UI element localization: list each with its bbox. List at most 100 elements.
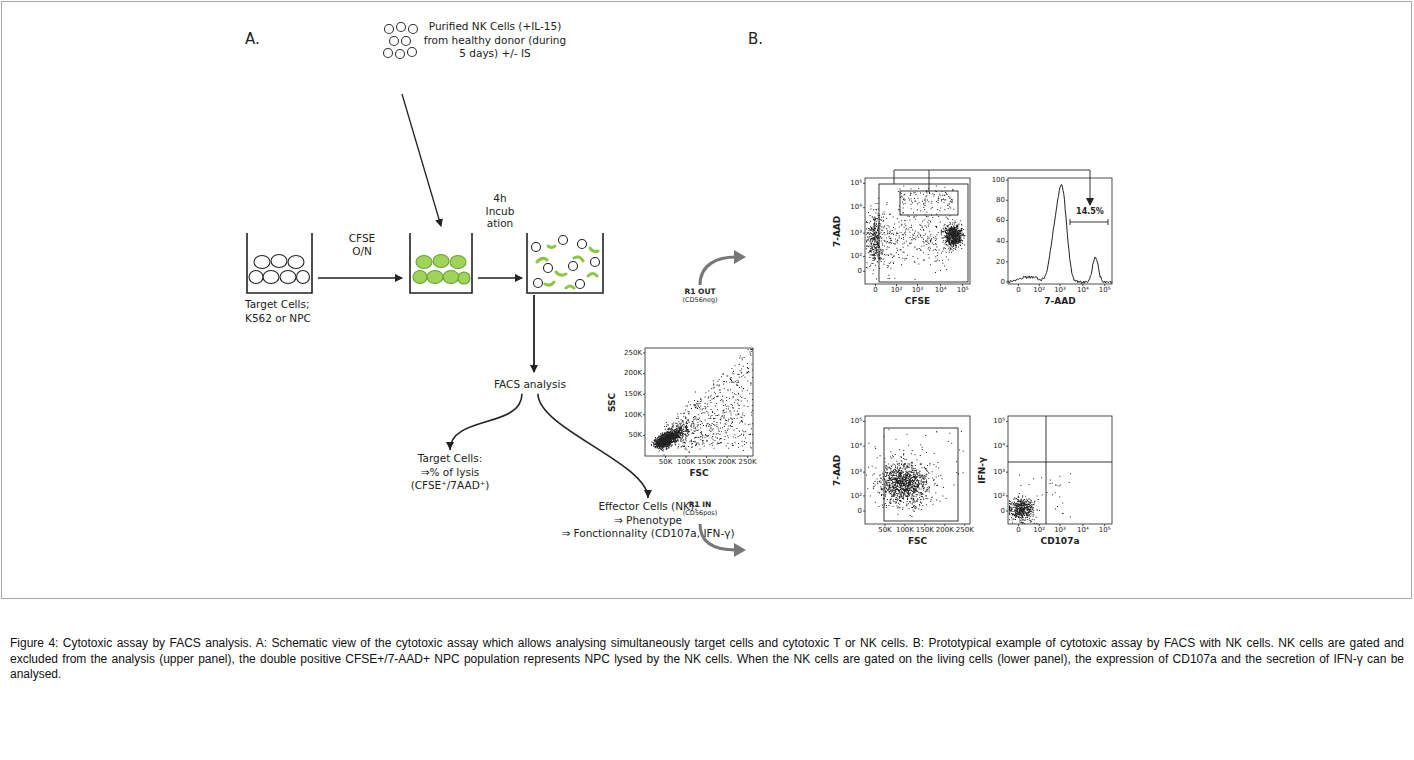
tick-mark — [863, 256, 865, 257]
tick-mark — [643, 394, 645, 395]
panel-letter: A. — [245, 30, 260, 48]
tick-label: 10² — [850, 252, 862, 260]
nk-add-arrow — [402, 94, 441, 226]
tick-mark — [1006, 472, 1008, 473]
tick-mark — [1018, 284, 1019, 286]
axis-title: CFSE — [905, 296, 930, 307]
node-text: Target Cells; K562 or NPC — [245, 298, 329, 325]
scatter-dots — [866, 429, 964, 517]
axis-title: 7-AAD — [833, 215, 844, 246]
tick-mark — [665, 456, 666, 458]
connector — [538, 394, 652, 498]
node-text: Purified NK Cells (+IL-15) from healthy … — [420, 20, 570, 61]
axis-title: FSC — [689, 468, 708, 479]
tick-label: 10⁴ — [993, 442, 1005, 450]
plot-frame — [1008, 178, 1112, 284]
tick-mark — [904, 524, 905, 526]
tick-label: 10⁴ — [850, 203, 862, 211]
tick-label: 150K — [624, 390, 642, 398]
tick-label: 0 — [1016, 526, 1020, 534]
tick-mark — [924, 524, 925, 526]
tick-label: 0 — [1001, 507, 1005, 515]
tick-label: 100 — [992, 176, 1005, 184]
tick-label: 150K — [916, 526, 934, 534]
tick-mark — [1006, 281, 1008, 282]
plot-frame — [865, 178, 970, 284]
tick-mark — [863, 183, 865, 184]
tick-mark — [917, 284, 918, 286]
scatter-dots — [651, 349, 753, 455]
tick-label: 150K — [698, 458, 716, 466]
tick-mark — [1006, 261, 1008, 262]
tick-label: 250K — [624, 349, 642, 357]
tick-mark — [863, 495, 865, 496]
tick-mark — [1006, 241, 1008, 242]
tick-mark — [884, 524, 885, 526]
tick-mark — [1039, 284, 1040, 286]
process-arrow — [533, 295, 535, 372]
tick-mark — [896, 284, 897, 286]
gate-link — [894, 170, 1090, 205]
tick-label: 10³ — [1054, 286, 1066, 294]
tick-mark — [863, 233, 865, 234]
tick-label: 80 — [996, 196, 1005, 204]
tick-label: 200K — [718, 458, 736, 466]
gate-link — [929, 170, 930, 191]
tick-label: 10⁴ — [1077, 526, 1089, 534]
nk-cells-icon — [532, 236, 600, 289]
node-text: ⇒% of lysis (CFSE⁺/7AAD⁺) — [398, 466, 502, 493]
tick-mark — [1006, 495, 1008, 496]
tick-mark — [1060, 284, 1061, 286]
tick-mark — [863, 271, 865, 272]
tick-label: 10⁴ — [1077, 286, 1089, 294]
tick-label: 10⁴ — [850, 442, 862, 450]
tick-mark — [1006, 220, 1008, 221]
tick-mark — [1006, 180, 1008, 181]
gate-name: R1 OUT — [680, 287, 720, 296]
tick-mark — [643, 373, 645, 374]
axis-title: 7-AAD — [833, 454, 844, 485]
tick-label: 10⁵ — [1099, 526, 1111, 534]
tick-mark — [1082, 284, 1083, 286]
arrow-head — [446, 442, 454, 450]
outcome-box: Target Cells:⇒% of lysis (CFSE⁺/7AAD⁺) — [398, 452, 502, 493]
scatter-dots — [1009, 473, 1071, 524]
gate — [884, 428, 958, 521]
beaker — [410, 233, 472, 293]
tick-mark — [1039, 524, 1040, 526]
gate-arrow-head — [734, 543, 746, 557]
plot-frame — [645, 348, 753, 456]
beaker — [247, 233, 312, 293]
tick-label: 10³ — [850, 468, 862, 476]
tick-mark — [1018, 524, 1019, 526]
tick-label: 0 — [1001, 278, 1005, 286]
tick-label: 10³ — [850, 229, 862, 237]
tick-mark — [643, 352, 645, 353]
tick-label: 10³ — [912, 286, 924, 294]
lysed-cell-fragments — [537, 246, 598, 288]
tick-label: 10⁵ — [993, 417, 1005, 425]
beaker — [527, 233, 603, 293]
gate-arrow — [700, 257, 736, 285]
step-box: FACS analysis — [494, 378, 566, 392]
axis-title: 7-AAD — [1044, 296, 1075, 307]
tick-mark — [1104, 284, 1105, 286]
scatter-dots — [866, 186, 966, 281]
plot-frame — [865, 416, 970, 524]
node-text: ⇒ Phenotype — [538, 514, 758, 528]
tick-label: 100K — [896, 526, 914, 534]
connector-line — [538, 394, 648, 498]
tick-mark — [863, 207, 865, 208]
tick-label: 10² — [993, 492, 1005, 500]
tick-label: 10² — [1033, 526, 1045, 534]
figure-border — [2, 2, 1412, 599]
tick-label: 10⁵ — [850, 417, 862, 425]
tick-label: 20 — [996, 258, 1005, 266]
tick-mark — [686, 456, 687, 458]
tick-mark — [964, 524, 965, 526]
tick-label: 250K — [739, 458, 757, 466]
tick-mark — [706, 456, 707, 458]
step-label: 4h Incub ation — [481, 192, 519, 230]
tick-mark — [1104, 524, 1105, 526]
